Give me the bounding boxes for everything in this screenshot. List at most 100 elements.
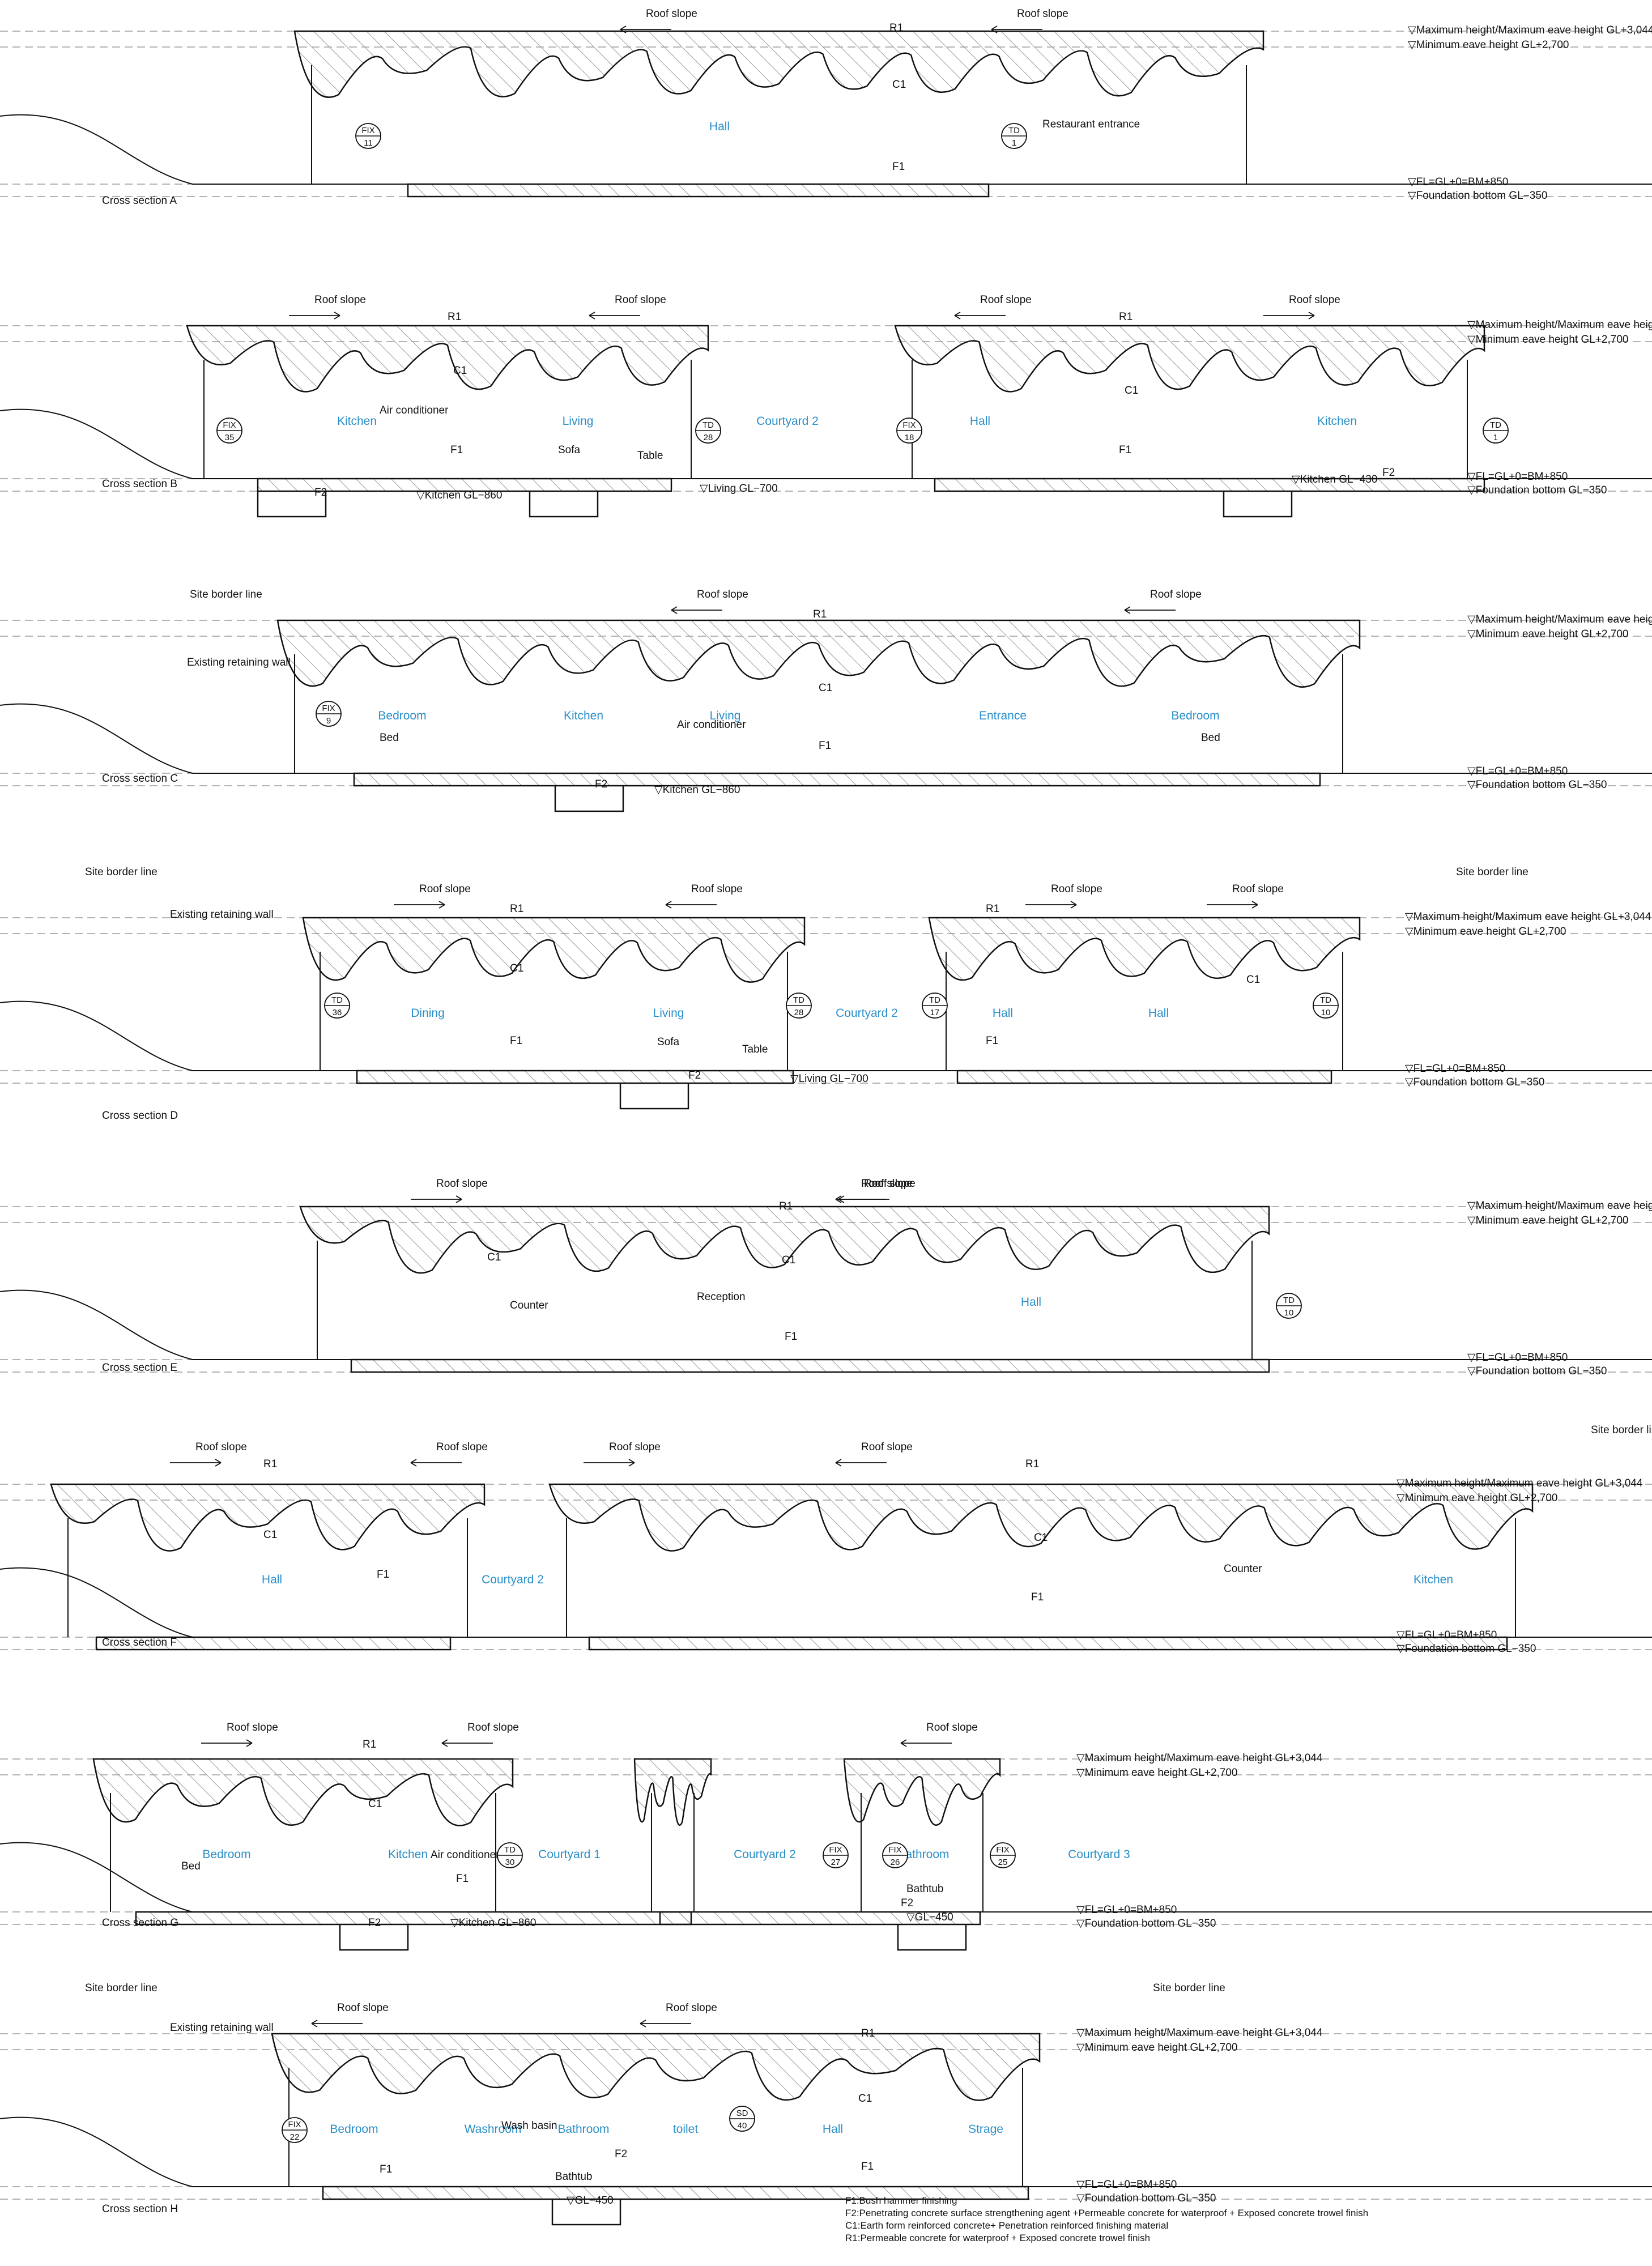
section-title: Cross section G — [102, 1917, 178, 1929]
ground-profile — [0, 1000, 1652, 1071]
drawing-note: C1 — [453, 365, 467, 377]
drawing-note: Restaurant entrance — [1042, 118, 1140, 130]
drawing-note: Wash basin — [501, 2120, 557, 2132]
arrow-head — [991, 25, 998, 33]
roof-slope-label: Roof slope — [697, 589, 748, 600]
roof-slope-label: Roof slope — [666, 2002, 717, 2014]
drawing-note: R1 — [1025, 1458, 1039, 1470]
arrow-head — [438, 901, 445, 909]
tag-type: TD — [331, 995, 343, 1005]
tag-number: 1 — [1493, 433, 1498, 442]
floor-slab — [350, 1358, 1270, 1373]
drawing-note: F1 — [456, 1873, 469, 1885]
opening-tag: TD1 — [1001, 123, 1027, 149]
tag-type: TD — [929, 995, 940, 1005]
room-label: Entrance — [979, 709, 1027, 722]
floor-slab — [135, 1911, 692, 1926]
arrow-head — [1070, 901, 1077, 909]
room-label: Courtyard 1 — [538, 1848, 601, 1861]
roof-slope-label: Roof slope — [227, 1722, 278, 1733]
room-label: Hall — [1021, 1296, 1041, 1309]
tag-type: TD — [702, 420, 714, 430]
drawing-note: Site border line — [85, 1982, 157, 1994]
drawing-note: C1 — [263, 1529, 277, 1541]
roof-slab — [299, 1206, 1270, 1274]
tag-type: FIX — [322, 704, 335, 713]
ground-profile — [0, 1567, 1652, 1638]
sunken-floor — [554, 786, 624, 812]
drawing-note: C1 — [1034, 1532, 1048, 1544]
tag-number: 11 — [364, 138, 373, 148]
roof-slope-label: Roof slope — [1017, 8, 1068, 20]
level-annotation: ▽Foundation bottom GL−350 — [1467, 1365, 1607, 1377]
arrow-head — [835, 1459, 842, 1467]
drawing-note: F1 — [377, 1569, 389, 1581]
drawing-note: F2 — [314, 487, 327, 499]
drawing-note: Existing retaining wall — [187, 657, 291, 668]
material-legend: F1:Bush hammer finishing F2:Penetrating … — [845, 2195, 1368, 2243]
section-title: Cross section D — [102, 1110, 178, 1122]
drawing-note: Site border line — [85, 866, 157, 878]
roof-slope-label: Roof slope — [314, 294, 366, 306]
tag-number: 22 — [290, 2132, 300, 2142]
level-annotation: ▽Maximum height/Maximum eave height GL+3… — [1467, 1200, 1652, 1212]
arrow-head — [334, 312, 340, 320]
roof-slab — [50, 1483, 486, 1552]
arrow-head — [410, 1459, 417, 1467]
sunken-floor — [529, 491, 599, 518]
arrow-head — [589, 312, 595, 320]
ground-profile — [0, 408, 1652, 479]
roof-slab — [293, 30, 1264, 98]
opening-tag: TD 17 — [922, 993, 948, 1019]
drawing-note: R1 — [986, 903, 999, 915]
roof-slope-label: Roof slope — [1051, 883, 1102, 895]
drawing-note: F2 — [688, 1070, 701, 1081]
drawing-note: R1 — [1119, 311, 1132, 323]
arrow-head — [900, 1739, 907, 1747]
drawing-note: F1 — [892, 161, 905, 173]
drawing-note: Sofa — [657, 1036, 680, 1048]
arrow-head — [838, 1195, 845, 1203]
arrow-head — [665, 901, 672, 909]
floor-slab — [257, 478, 672, 492]
room-label: Washroom — [465, 2123, 522, 2136]
arrow-head — [835, 1195, 842, 1203]
room-label: Strage — [968, 2123, 1003, 2136]
level-annotation: ▽Foundation bottom GL−350 — [1076, 1918, 1216, 1929]
level-annotation: ▽FL=GL+0=BM+850 — [1396, 1629, 1497, 1641]
drawing-note: F1 — [380, 2163, 392, 2175]
drawing-note: R1 — [813, 608, 827, 620]
level-annotation: ▽Maximum height/Maximum eave height GL+3… — [1405, 911, 1651, 923]
ground-profile — [0, 2116, 1652, 2187]
legend-line: F2:Penetrating concrete surface strength… — [845, 2208, 1368, 2218]
drawing-note: C1 — [1125, 385, 1138, 397]
tag-type: TD — [1008, 126, 1020, 135]
floor-slab — [956, 1070, 1332, 1084]
drawing-note: ▽Kitchen GL−860 — [416, 489, 502, 501]
level-annotation: ▽Maximum height/Maximum eave height GL+3… — [1467, 319, 1652, 331]
room-label: Kitchen — [1317, 415, 1357, 428]
drawing-note: Existing retaining wall — [170, 909, 274, 921]
drawing-note: Site border line — [1456, 866, 1528, 878]
roof-slab — [928, 917, 1361, 981]
level-annotation: ▽FL=GL+0=BM+850 — [1076, 2179, 1177, 2191]
tag-type: FIX — [902, 420, 916, 430]
level-annotation: ▽Foundation bottom GL−350 — [1467, 779, 1607, 791]
roof-slab — [843, 1758, 1001, 1826]
arrow-head — [954, 312, 961, 320]
section-title: Cross section C — [102, 773, 178, 785]
roof-slope-label: Roof slope — [691, 883, 743, 895]
drawing-note: Air conditioner — [677, 719, 746, 731]
room-label: Hall — [709, 120, 730, 133]
drawing-note: Air conditioner — [431, 1849, 500, 1861]
drawing-note: Site border line — [1153, 1982, 1225, 1994]
ground-profile — [0, 1289, 1652, 1360]
sunken-floor — [551, 2199, 621, 2226]
drawing-note: ▽Kitchen GL−430 — [1292, 474, 1377, 485]
tag-number: 17 — [930, 1008, 940, 1017]
drawing-note: Bed — [181, 1860, 201, 1872]
